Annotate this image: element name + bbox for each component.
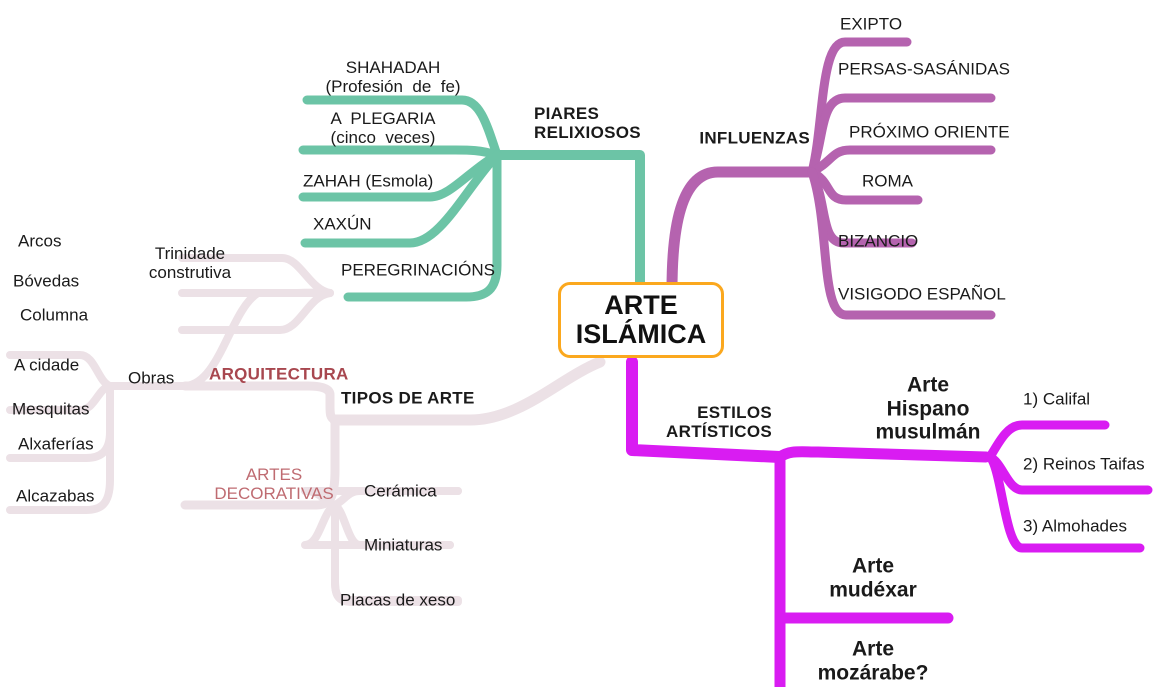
branch-decorative-lines — [331, 487, 462, 606]
node-proximo-oriente[interactable]: PRÓXIMO ORIENTE — [849, 122, 1010, 142]
root-node[interactable]: ARTE ISLÁMICA — [558, 282, 724, 358]
node-alcazabas[interactable]: Alcazabas — [16, 486, 95, 506]
node-ceramica[interactable]: Cerámica — [364, 481, 437, 501]
branch-influences-lines — [666, 37, 996, 320]
node-roma[interactable]: ROMA — [862, 171, 913, 191]
branch-label-styles[interactable]: ESTILOS ARTÍSTICOS — [666, 402, 772, 441]
root-label: ARTE ISLÁMICA — [575, 290, 707, 349]
node-obras[interactable]: Obras — [128, 368, 175, 388]
node-columna[interactable]: Columna — [20, 305, 89, 325]
branch-styles-lines — [626, 356, 1153, 687]
node-xaxun[interactable]: XAXÚN — [313, 214, 372, 234]
node-arte-mudexar[interactable]: Arte mudéxar — [829, 554, 917, 601]
node-arquitectura[interactable]: ARQUITECTURA — [209, 364, 349, 384]
node-reinos-taifas[interactable]: 2) Reinos Taifas — [1023, 454, 1145, 474]
node-mesquitas[interactable]: Mesquitas — [12, 399, 90, 419]
node-arcos[interactable]: Arcos — [18, 231, 62, 251]
node-exipto[interactable]: EXIPTO — [840, 14, 903, 34]
node-miniaturas[interactable]: Miniaturas — [364, 535, 443, 555]
branch-types-lines — [6, 254, 606, 604]
node-bizancio[interactable]: BIZANCIO — [838, 231, 919, 251]
branch-pillars-lines — [298, 95, 645, 302]
node-califal[interactable]: 1) Califal — [1023, 389, 1091, 409]
branch-label-pillars[interactable]: PIARES RELIXIOSOS — [534, 103, 641, 142]
node-artes-decorativas[interactable]: ARTES DECORATIVAS — [214, 464, 334, 503]
node-alxaferias[interactable]: Alxaferías — [18, 434, 94, 454]
node-visigodo-espanol[interactable]: VISIGODO ESPAÑOL — [838, 284, 1006, 304]
branch-label-influences[interactable]: INFLUENZAS — [699, 128, 810, 148]
node-arte-mozarabe[interactable]: Arte mozárabe? — [817, 637, 929, 684]
node-shahadah[interactable]: SHAHADAH (Profesión de fe) — [325, 57, 461, 96]
branch-label-types[interactable]: TIPOS DE ARTE — [341, 388, 475, 408]
node-placas-de-xeso[interactable]: Placas de xeso — [340, 590, 456, 610]
node-almohades[interactable]: 3) Almohades — [1023, 516, 1127, 536]
node-plegaria[interactable]: A PLEGARIA (cinco veces) — [330, 108, 436, 147]
node-arte-hispano-musulman[interactable]: Arte Hispano musulmán — [875, 373, 981, 444]
node-persas-sasanidas[interactable]: PERSAS-SASÁNIDAS — [838, 59, 1010, 79]
node-peregrinacions[interactable]: PEREGRINACIÓNS — [341, 260, 495, 280]
node-a-cidade[interactable]: A cidade — [14, 355, 80, 375]
node-bovedas[interactable]: Bóvedas — [13, 271, 80, 291]
node-zahah[interactable]: ZAHAH (Esmola) — [303, 171, 434, 191]
node-trinidade-construtiva[interactable]: Trinidade construtiva — [148, 243, 232, 282]
